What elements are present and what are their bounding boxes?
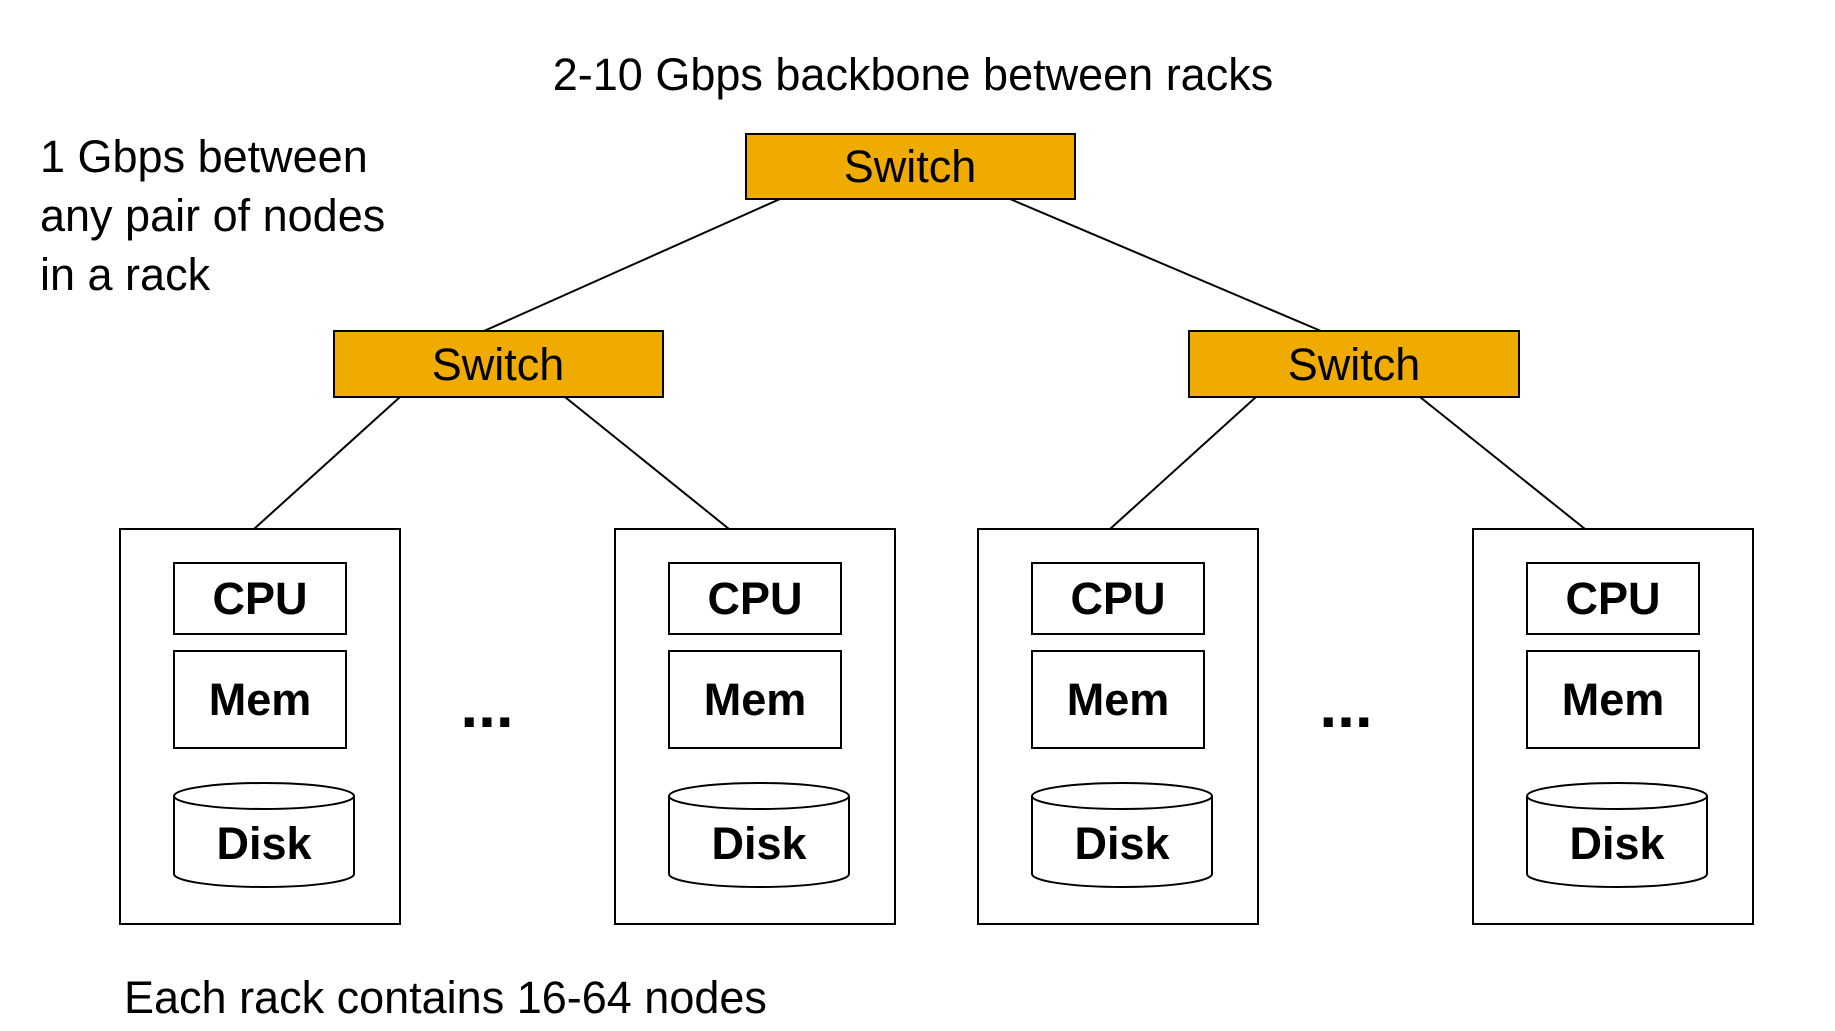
rack-size-caption: Each rack contains 16-64 nodes: [124, 972, 767, 1023]
node-3-mem-label: Mem: [1067, 674, 1170, 725]
node-2: CPU Mem Disk: [614, 528, 896, 925]
core-switch-box: [745, 133, 1076, 200]
node-1-disk-label: Disk: [216, 818, 312, 869]
link-right-switch-to-node-3: [1109, 396, 1257, 530]
link-left-switch-to-node-1: [253, 396, 401, 530]
backbone-caption: 2-10 Gbps backbone between racks: [553, 49, 1273, 100]
rack-bandwidth-line-2: any pair of nodes: [40, 190, 385, 241]
node-1-cpu-box: [173, 562, 347, 635]
node-4-mem-label: Mem: [1562, 674, 1665, 725]
core-switch-label: Switch: [844, 141, 977, 192]
node-3-cpu-box: [1031, 562, 1205, 635]
node-4-cpu-label: CPU: [1565, 573, 1660, 624]
connection-lines: [253, 198, 1586, 530]
rack-switch-right: Switch: [1188, 330, 1520, 398]
node-2-disk-icon: [668, 782, 850, 888]
node-1-mem-box: [173, 650, 347, 749]
link-left-switch-to-node-2: [564, 396, 730, 530]
link-core-to-left-switch: [483, 198, 781, 332]
link-core-to-right-switch: [1009, 198, 1322, 332]
node-1: CPU Mem Disk: [119, 528, 401, 925]
node-4-disk-label: Disk: [1569, 818, 1665, 869]
rack-bandwidth-caption: 1 Gbps between any pair of nodes in a ra…: [40, 131, 398, 300]
node-3: CPU Mem Disk: [977, 528, 1259, 925]
rack-switch-left-box: [333, 330, 664, 398]
node-4-cpu-box: [1526, 562, 1700, 635]
node-3-disk-icon: [1031, 782, 1213, 888]
rack-switch-right-box: [1188, 330, 1520, 398]
node-2-cpu-box: [668, 562, 842, 635]
rack-bandwidth-line-3: in a rack: [40, 249, 211, 300]
node-4: CPU Mem Disk: [1472, 528, 1754, 925]
node-1-cpu-label: CPU: [212, 573, 307, 624]
node-2-mem-box: [668, 650, 842, 749]
node-2-cpu-label: CPU: [707, 573, 802, 624]
node-3-cpu-label: CPU: [1070, 573, 1165, 624]
node-2-mem-label: Mem: [704, 674, 807, 725]
rack-switch-left: Switch: [333, 330, 664, 398]
link-right-switch-to-node-4: [1419, 396, 1586, 530]
core-switch: Switch: [745, 133, 1076, 200]
node-4-disk-icon: [1526, 782, 1708, 888]
node-3-disk-label: Disk: [1074, 818, 1170, 869]
nodes-ellipsis-left: ...: [460, 669, 513, 741]
rack-bandwidth-line-1: 1 Gbps between: [40, 131, 368, 182]
node-1-mem-label: Mem: [209, 674, 312, 725]
node-4-mem-box: [1526, 650, 1700, 749]
node-3-mem-box: [1031, 650, 1205, 749]
rack-switch-right-label: Switch: [1288, 339, 1421, 390]
node-2-disk-label: Disk: [711, 818, 807, 869]
rack-switch-left-label: Switch: [432, 339, 565, 390]
nodes-ellipsis-right: ...: [1319, 669, 1372, 741]
node-1-disk-icon: [173, 782, 355, 888]
